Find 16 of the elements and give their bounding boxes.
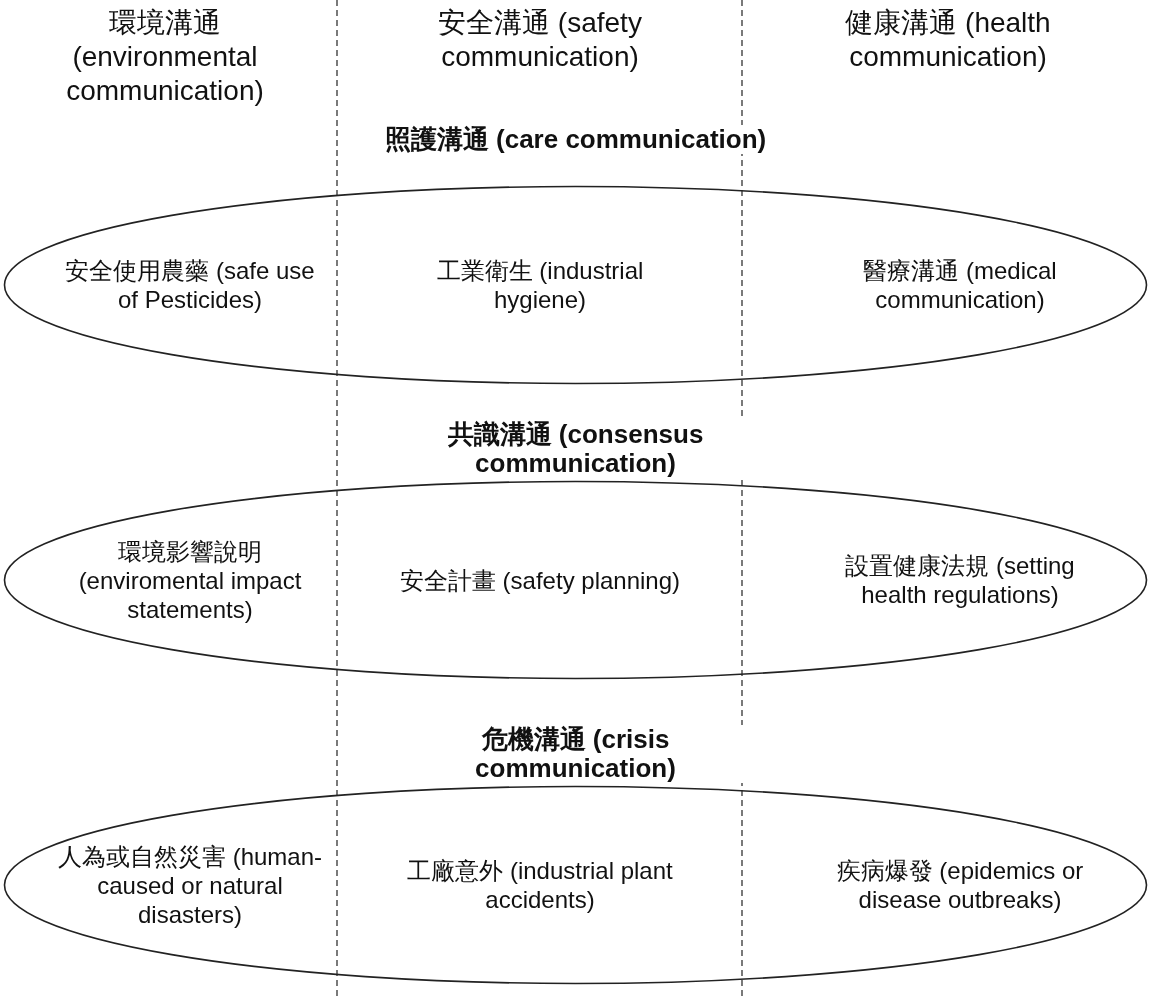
item-text: 工廠意外 (industrial plant accidents) (406, 856, 674, 914)
ellipse-group (3, 420, 1148, 680)
item-text: 安全使用農藥 (safe use of Pesticides) (64, 256, 316, 314)
item-text: 人為或自然災害 (human-caused or natural disasters) (56, 841, 323, 929)
item-text: 安全計畫 (safety planning) (398, 565, 682, 595)
item-text: 疾病爆發 (epidemics or disease outbreaks) (835, 856, 1085, 914)
item-text: 設置健康法規 (setting health regulations) (844, 551, 1076, 609)
column-heading: 健康溝通 (health communication) (844, 6, 1052, 74)
ellipse-group (3, 125, 1148, 385)
column-heading: 環境溝通 (environmental communication) (65, 6, 265, 108)
item-text: 醫療溝通 (medical communication) (862, 256, 1058, 314)
column-heading: 安全溝通 (safety communication) (437, 6, 643, 74)
ellipse-heading: 照護溝通 (care communication) (384, 125, 767, 154)
item-text: 環境影響說明 (enviromental impact statements) (77, 536, 303, 624)
ellipse-group (3, 725, 1148, 985)
item-text: 工業衛生 (industrial hygiene) (435, 256, 645, 314)
